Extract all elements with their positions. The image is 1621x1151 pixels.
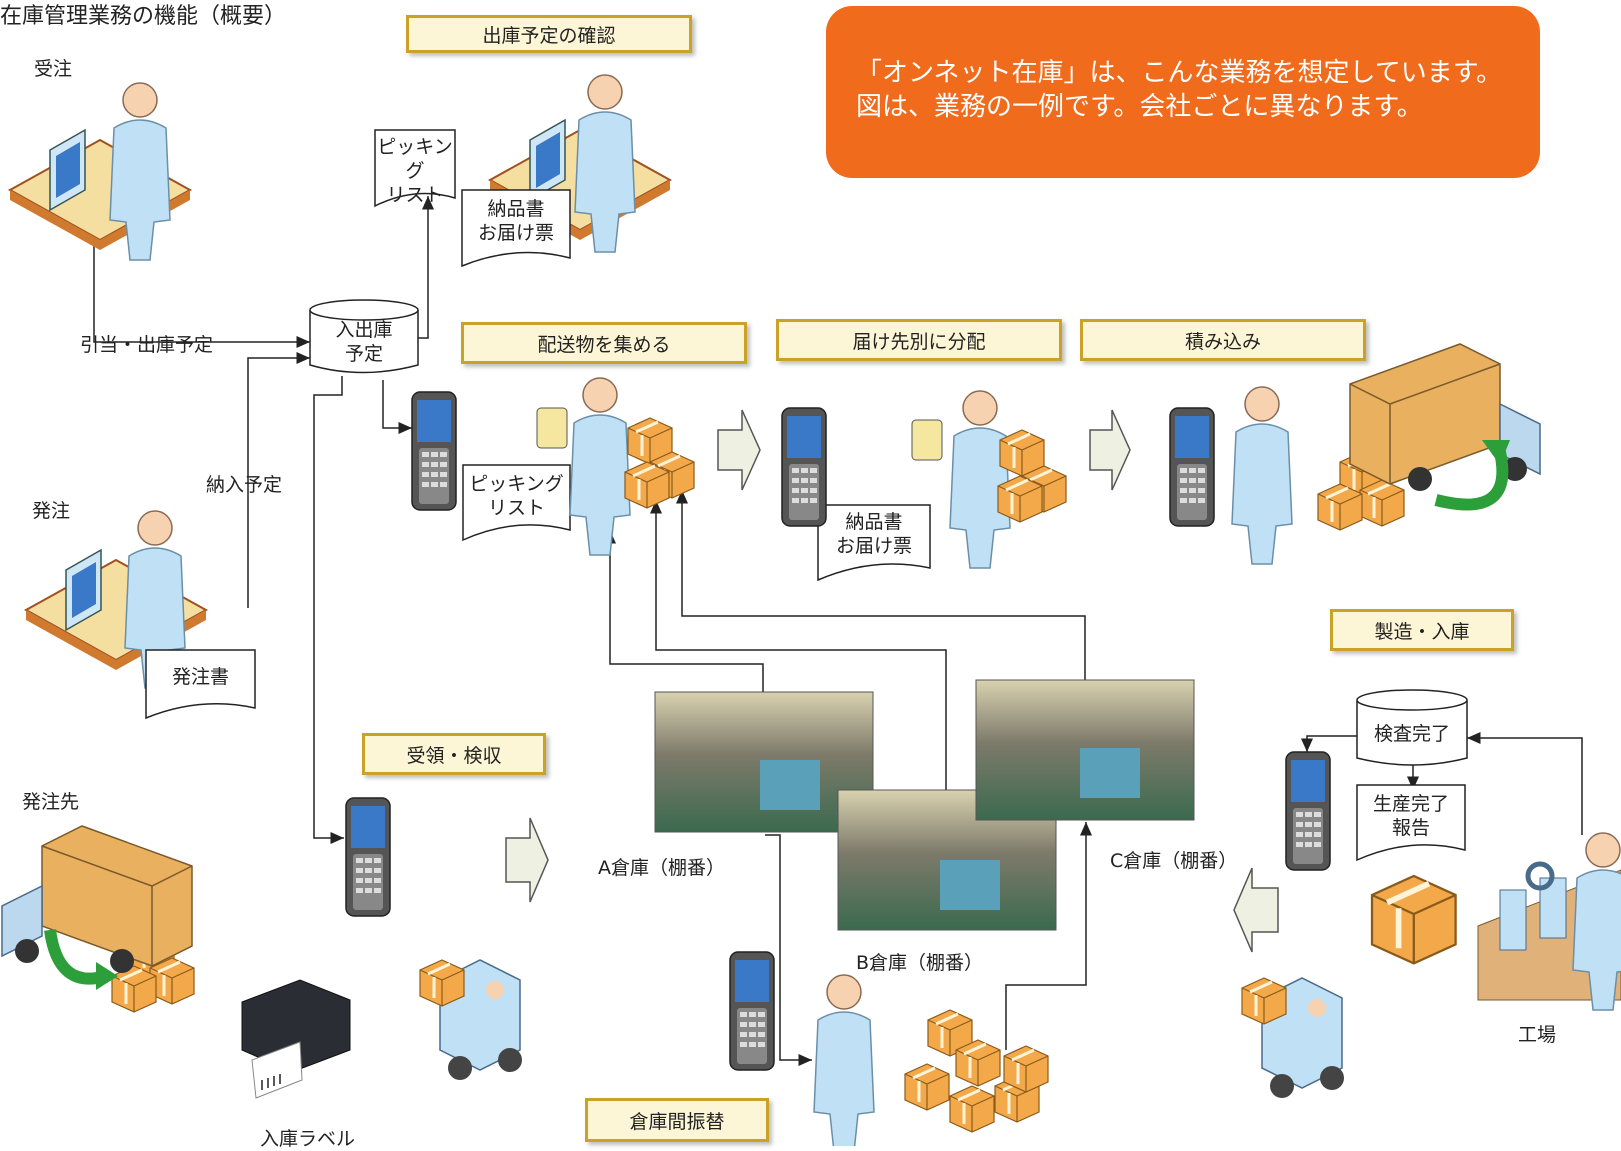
handheld-scanner-icon [781, 407, 827, 527]
purchase-order-doc [145, 649, 256, 720]
handheld-scanner-icon [1285, 751, 1331, 871]
warehouse-c-photo [975, 679, 1195, 821]
finished-goods-box-icon [1372, 876, 1456, 963]
warehouse-b-label: B倉庫（棚番） [856, 952, 984, 974]
forklift-icon [1242, 978, 1344, 1098]
production-report-text: 生産完了 報告 [1372, 793, 1449, 839]
worker-icon [949, 390, 1011, 569]
label-printer-icon [241, 979, 351, 1099]
allocation-label: 引当・出庫予定 [80, 334, 214, 356]
handheld-scanner-icon [1169, 407, 1215, 527]
step-manufacture: 製造・入庫 [1330, 609, 1514, 651]
inout-plan-db-text: 入出庫 予定 [335, 319, 393, 365]
supplier-label: 発注先 [22, 791, 80, 813]
factory-label: 工場 [1518, 1024, 1557, 1046]
green-arrow-icon [1434, 450, 1509, 511]
order-received-desk-icon [9, 82, 191, 261]
callout-banner: 「オンネット在庫」は、こんな業務を想定しています。 図は、業務の一例です。会社ご… [826, 6, 1540, 178]
invoice-top-text: 納品書 お届け票 [477, 198, 554, 244]
invoice-top-doc [461, 189, 571, 268]
handheld-scanner-icon [411, 391, 457, 511]
step-receive: 受領・検収 [362, 733, 546, 775]
step-sort: 届け先別に分配 [776, 319, 1062, 361]
picking-list-top-doc [374, 129, 456, 208]
inout-plan-db [309, 310, 419, 374]
inspection-done-db [1356, 700, 1468, 766]
invoice-mid-doc [817, 504, 931, 582]
picking-list-mid-text: ピッキング リスト [469, 473, 564, 519]
warehouse-a-label: A倉庫（棚番） [598, 857, 725, 879]
warehouse-a-photo [654, 691, 874, 833]
handheld-scanner-icon [729, 951, 775, 1071]
step-collect: 配送物を集める [461, 322, 747, 364]
warehouse-c-label: C倉庫（棚番） [1110, 850, 1238, 872]
receiving-label-label: 入庫ラベル [260, 1128, 356, 1150]
production-report-doc [1356, 784, 1466, 862]
delivery-plan-label: 納入予定 [206, 474, 283, 496]
step-load: 積み込み [1080, 319, 1366, 361]
worker-icon [569, 377, 631, 556]
forklift-icon [420, 960, 522, 1080]
delivery-truck-icon [1349, 343, 1541, 492]
picking-list-mid-doc [462, 464, 571, 542]
warehouse-b-photo [837, 789, 1057, 931]
factory-icon [1477, 832, 1621, 1011]
step-shipping-check: 出庫予定の確認 [406, 15, 692, 53]
callout-line-2: 図は、業務の一例です。会社ごとに異なります。 [856, 92, 1423, 122]
purchase-order-text: 発注書 [171, 666, 229, 688]
callout-line-1: 「オンネット在庫」は、こんな業務を想定しています。 [856, 58, 1503, 88]
handheld-scanner-icon [345, 797, 391, 917]
invoice-mid-text: 納品書 お届け票 [835, 511, 912, 557]
box-stack-icon [903, 1008, 1050, 1134]
inspection-done-db-text: 検査完了 [1373, 723, 1450, 745]
supplier-truck-icon [1, 825, 193, 974]
worker-icon [813, 974, 875, 1146]
order-received-label: 受注 [34, 58, 73, 80]
box-stack-icon [623, 416, 696, 510]
order-placed-label: 発注 [32, 500, 71, 522]
step-transfer: 倉庫間振替 [585, 1098, 769, 1142]
worker-icon [1231, 386, 1293, 565]
picking-list-top-text: ピッキング リスト [377, 136, 453, 206]
page-title: 在庫管理業務の機能（概要） [0, 4, 287, 29]
